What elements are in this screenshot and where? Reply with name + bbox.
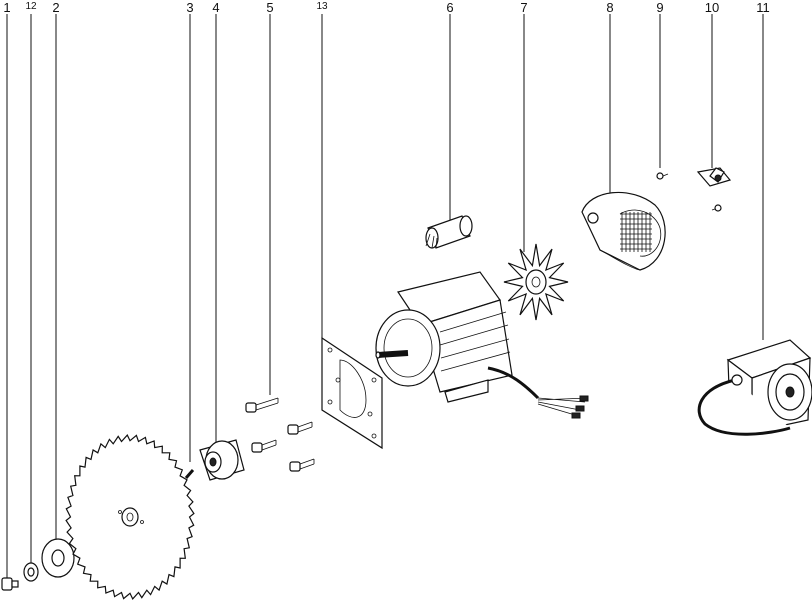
callout-2: 2 xyxy=(52,0,60,15)
part-2-flange xyxy=(41,538,75,578)
part-5-bolts xyxy=(245,397,315,472)
callout-5: 5 xyxy=(266,0,274,15)
part-6-capacitor xyxy=(425,215,473,249)
callout-4: 4 xyxy=(212,0,220,15)
part-12-washer xyxy=(23,562,39,582)
callout-8: 8 xyxy=(606,0,614,15)
part-13-mounting-plate xyxy=(321,336,383,450)
callout-13: 13 xyxy=(316,1,328,12)
callout-9: 9 xyxy=(656,0,664,15)
saw-blade xyxy=(65,434,195,600)
part-11-switch xyxy=(697,339,812,436)
part-10-knob xyxy=(696,167,732,187)
part-1-bolt xyxy=(1,577,19,591)
callout-11: 11 xyxy=(756,0,770,15)
callout-7: 7 xyxy=(520,0,528,15)
part-3-pin xyxy=(184,469,195,479)
motor xyxy=(375,271,589,419)
part-7-fan xyxy=(503,243,569,321)
callout-12: 12 xyxy=(25,1,37,12)
leader-lines xyxy=(6,14,764,578)
part-8-fan-cover xyxy=(581,191,666,271)
callout-6: 6 xyxy=(446,0,454,15)
part-4-inner-flange xyxy=(199,439,245,481)
callout-1: 1 xyxy=(3,0,11,15)
callout-10: 10 xyxy=(704,0,720,15)
callout-3: 3 xyxy=(186,0,194,15)
part-9-screws xyxy=(656,172,722,212)
